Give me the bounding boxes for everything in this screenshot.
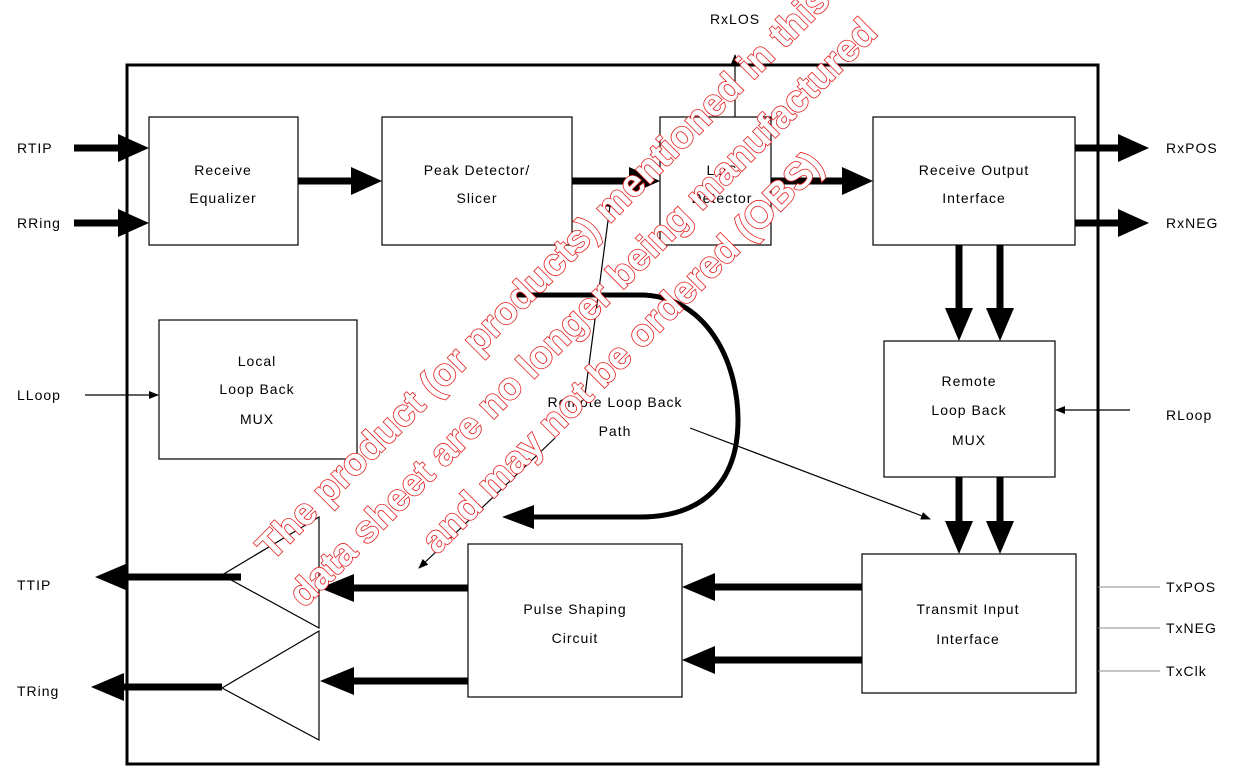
pin-rloop: RLoop [1166,407,1212,423]
local-loopback-label-1: Local [238,353,276,369]
local-loopback-label-2: Loop Back [219,381,294,397]
tring-driver-triangle [220,629,320,742]
receive-equalizer-label-2: Equalizer [189,190,256,206]
peak-detector-label-2: Slicer [456,190,497,206]
los-detector-label-1: LOS [706,162,737,178]
remote-loopback-mux-block [883,340,1056,478]
pin-tring: TRing [17,683,59,699]
local-loopback-label-3: MUX [240,411,274,427]
remote-loopback-label-3: MUX [952,432,986,448]
receive-output-label-1: Receive Output [919,162,1030,178]
pin-ttip: TTIP [17,577,51,593]
pin-rxlos: RxLOS [710,11,760,27]
pin-txneg: TxNEG [1166,620,1217,636]
pin-lloop: LLoop [17,387,61,403]
remote-loopback-label-1: Remote [941,373,996,389]
transmit-input-interface-block [861,553,1077,694]
remote-loopback-curve-arrowhead [502,505,534,529]
receive-output-interface-block [872,116,1076,246]
watermark-line-2: data sheet are no longer being manufactu… [281,11,886,616]
pin-txpos: TxPOS [1166,579,1216,595]
ttip-driver-triangle [220,515,320,630]
watermark-line-1: The product (or products) mentioned in t… [249,0,838,568]
remote-loopback-label-2: Loop Back [931,402,1006,418]
remote-loopback-curve [512,292,741,520]
chip-outline [125,63,1100,766]
pin-txclk: TxClk [1166,663,1207,679]
receive-output-label-2: Interface [942,190,1005,206]
remote-loopback-path-label-1: Remote Loop Back [547,394,682,410]
transmit-input-label-2: Interface [936,631,999,647]
pin-rring: RRing [17,215,61,231]
pin-rxneg: RxNEG [1166,215,1218,231]
transmit-input-label-1: Transmit Input [917,601,1020,617]
pin-rxpos: RxPOS [1166,140,1218,156]
thick-arrows [74,134,1149,701]
peak-detector-label-1: Peak Detector/ [424,162,531,178]
receive-equalizer-block [148,116,299,246]
pin-rtip: RTIP [17,140,53,156]
los-detector-block [659,116,772,246]
pulse-shaping-label-1: Pulse Shaping [523,601,626,617]
tx-control-lines [1098,586,1160,672]
pulse-shaping-circuit-block [467,543,683,698]
receive-equalizer-label-1: Receive [194,162,252,178]
remote-loopback-path-label-2: Path [599,423,632,439]
pulse-shaping-label-2: Circuit [552,630,599,646]
thin-arrows [85,54,1130,569]
peak-detector-block [381,116,573,246]
local-loopback-mux-block [158,319,358,460]
los-detector-label-2: Detector [692,190,753,206]
